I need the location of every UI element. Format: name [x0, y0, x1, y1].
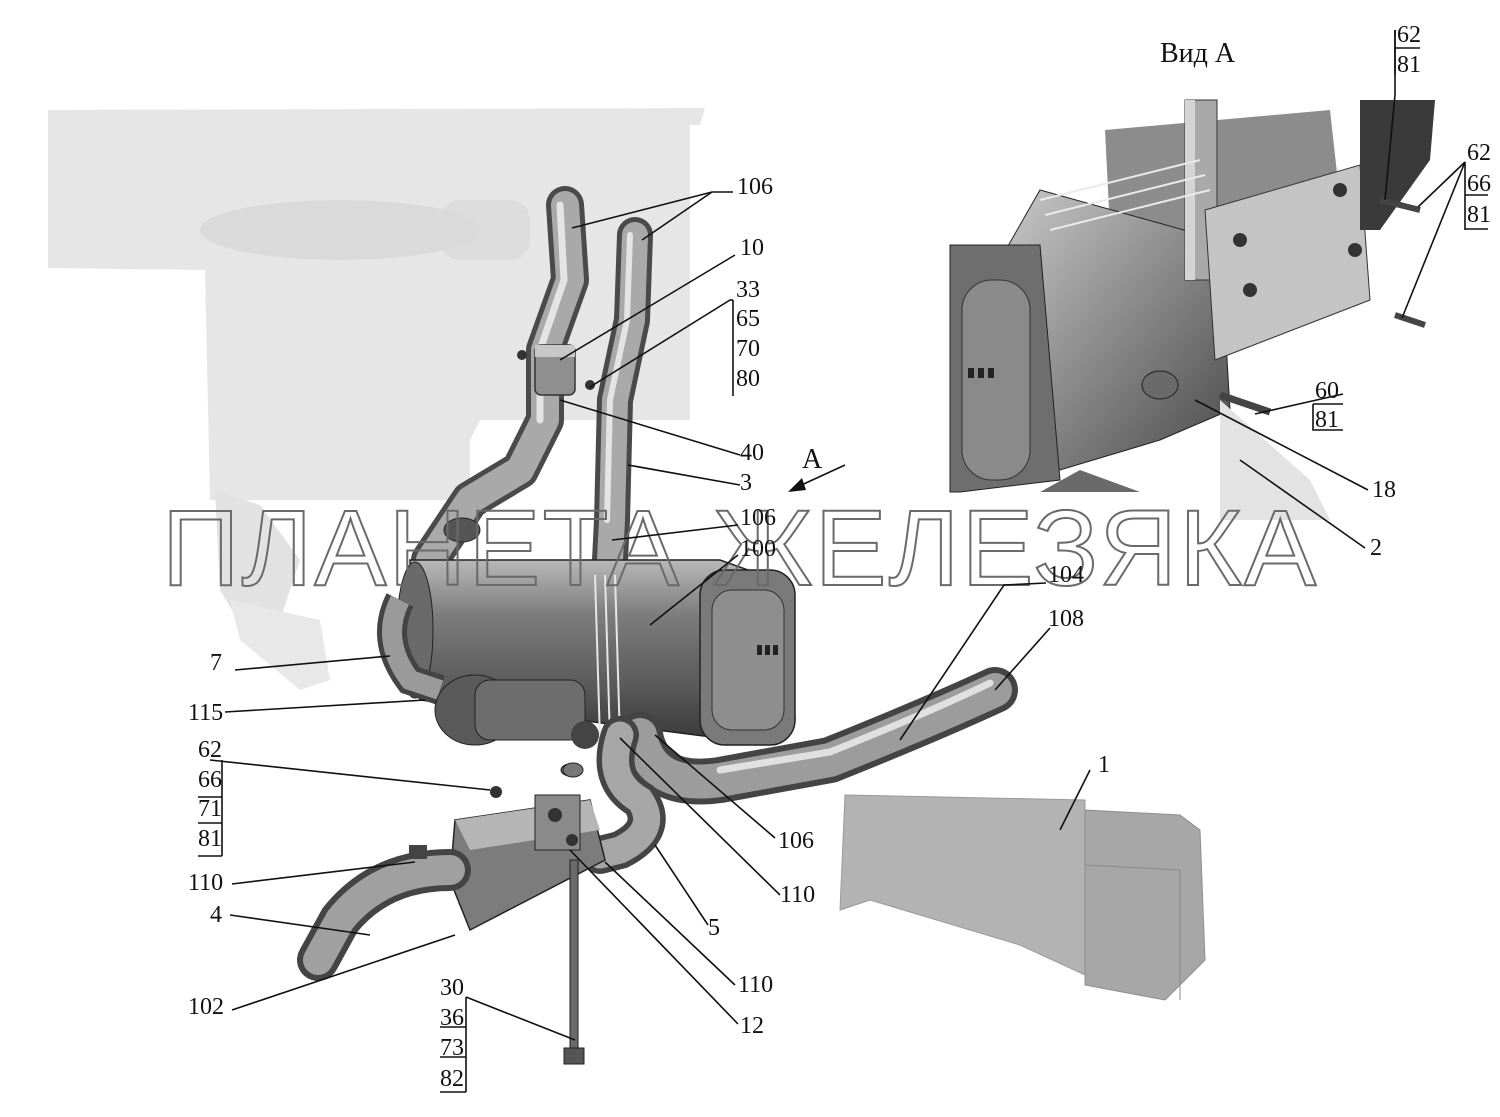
watermark-text: ПЛАНЕТА ЖЕЛЕЗЯКА: [162, 487, 1318, 608]
stack-bolt-left-4: 81: [198, 826, 222, 852]
label-110-mid: 110: [780, 882, 815, 908]
label-1: 1: [1098, 752, 1110, 778]
stack-clamp-2: 65: [736, 306, 760, 332]
coolant-pipe-right: [592, 217, 653, 578]
label-104: 104: [1048, 562, 1084, 588]
stack-bolt-left-1: 62: [198, 737, 222, 763]
label-3: 3: [740, 470, 752, 496]
exhaust-pipe: [617, 667, 1018, 805]
stack-view-top-2: 81: [1397, 52, 1421, 78]
stack-view-bolt: 60 81: [1315, 378, 1339, 433]
stack-bolt-bottom: 30 36 73 82: [440, 975, 464, 1092]
stack-bolt-bottom-4: 82: [440, 1066, 464, 1092]
stack-view-bolt-1: 60: [1315, 378, 1339, 404]
stack-bolt-left-2: 66: [198, 767, 222, 793]
stack-view-top-1: 62: [1397, 22, 1421, 48]
label-100: 100: [740, 536, 776, 562]
heater-cover: [839, 794, 1206, 1001]
label-5: 5: [708, 915, 720, 941]
label-4: 4: [210, 902, 222, 928]
view-arrow-label: А: [802, 444, 823, 475]
stack-bolt-left-3: 71: [198, 796, 222, 822]
stack-view-right-3: 81: [1467, 202, 1491, 228]
stack-view-right: 62 66 81: [1467, 140, 1491, 228]
stack-view-right-2: 66: [1467, 171, 1491, 197]
label-18: 18: [1372, 477, 1396, 503]
label-110-low: 110: [738, 972, 773, 998]
view-a-inset: [949, 99, 1435, 520]
intake-pipe: [581, 716, 666, 874]
stack-bolt-bottom-1: 30: [440, 975, 464, 1001]
stack-clamp-3: 70: [736, 336, 760, 362]
silencer: [297, 762, 606, 1065]
stack-view-bolt-2: 81: [1315, 407, 1339, 433]
stack-clamp: 33 65 70 80: [736, 277, 760, 392]
label-2: 2: [1370, 535, 1382, 561]
stack-bolt-bottom-3: 73: [440, 1035, 464, 1061]
label-106-mid: 106: [740, 505, 776, 531]
label-115: 115: [188, 700, 223, 726]
part-labels: 106 10 40 3 106 100 104 108 7 115 106 11…: [188, 174, 1396, 1039]
stack-boxes: [198, 30, 1488, 1093]
label-108: 108: [1048, 606, 1084, 632]
label-10: 10: [740, 235, 764, 261]
fuel-pump: [434, 674, 599, 777]
stack-bolt-left: 62 66 71 81: [198, 737, 222, 852]
stack-bolt-bottom-2: 36: [440, 1005, 464, 1031]
label-102: 102: [188, 994, 224, 1020]
stack-clamp-1: 33: [736, 277, 760, 303]
leader-lines: [209, 30, 1466, 1041]
view-a-title: Вид А: [1160, 38, 1236, 69]
label-106-low: 106: [778, 828, 814, 854]
label-7: 7: [210, 650, 222, 676]
stack-view-top: 62 81: [1397, 22, 1421, 78]
label-12: 12: [740, 1013, 764, 1039]
label-106-top: 106: [737, 174, 773, 200]
view-arrow: [788, 464, 846, 492]
stack-clamp-4: 80: [736, 366, 760, 392]
label-40: 40: [740, 440, 764, 466]
stack-view-right-1: 62: [1467, 140, 1491, 166]
label-110-left: 110: [188, 870, 223, 896]
